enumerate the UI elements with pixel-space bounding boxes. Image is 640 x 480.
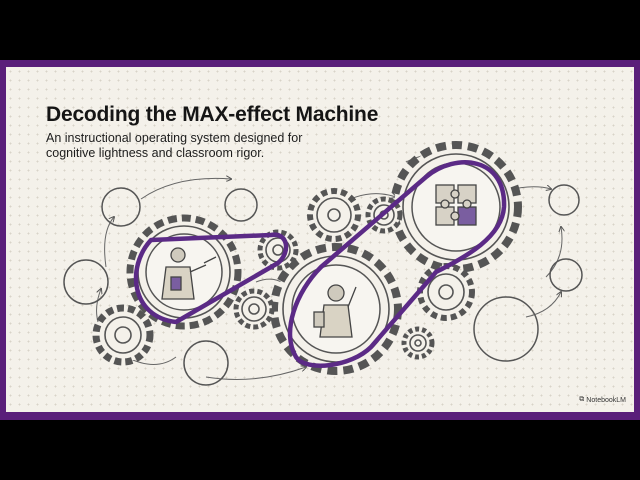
teacher-icon: [161, 247, 217, 300]
slide-title: Decoding the MAX-effect Machine: [46, 103, 379, 126]
notebooklm-logo-icon: ⧉: [579, 396, 585, 403]
machine-illustration: [63, 141, 583, 386]
notebooklm-badge: ⧉ NotebookLM: [579, 396, 626, 404]
puzzle-icon: [435, 184, 477, 226]
node-circles: [63, 184, 583, 386]
gear-icon: [307, 188, 361, 242]
gear-icon: [233, 288, 275, 330]
gear-icon: [417, 263, 475, 321]
video-frame: Decoding the MAX-effect Machine An instr…: [0, 60, 640, 420]
gear-icon: [401, 326, 435, 360]
gear-icon: [92, 304, 154, 366]
drive-belt: [133, 160, 507, 368]
notebooklm-label: NotebookLM: [586, 396, 626, 404]
slide: Decoding the MAX-effect Machine An instr…: [6, 67, 634, 412]
slide-subtitle: An instructional operating system design…: [46, 131, 303, 160]
student-icon: [313, 284, 357, 338]
